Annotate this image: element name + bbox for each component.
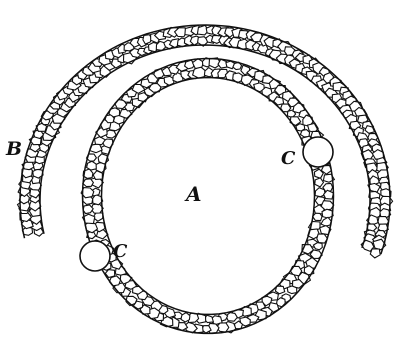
ring-a-cell xyxy=(313,213,322,220)
ring-a-cell xyxy=(83,179,94,187)
round-cell-c-right xyxy=(303,137,333,167)
inner-cell-ring-a xyxy=(81,58,334,334)
ring-a-cell xyxy=(300,130,309,137)
round-cell-c-left xyxy=(80,241,110,271)
ring-a-cell xyxy=(87,161,97,170)
label-a: A xyxy=(186,184,202,204)
label-c-left: C xyxy=(113,243,127,261)
ring-a-cell xyxy=(193,67,206,78)
label-c-right: C xyxy=(281,150,295,168)
ring-a-cell xyxy=(181,313,190,322)
band-b-cell xyxy=(370,249,380,258)
ring-a-cell xyxy=(321,217,331,226)
ring-a-cell xyxy=(315,178,324,187)
label-b: B xyxy=(6,140,22,159)
ring-a-cell xyxy=(287,286,296,294)
ring-a-cell xyxy=(313,243,322,250)
